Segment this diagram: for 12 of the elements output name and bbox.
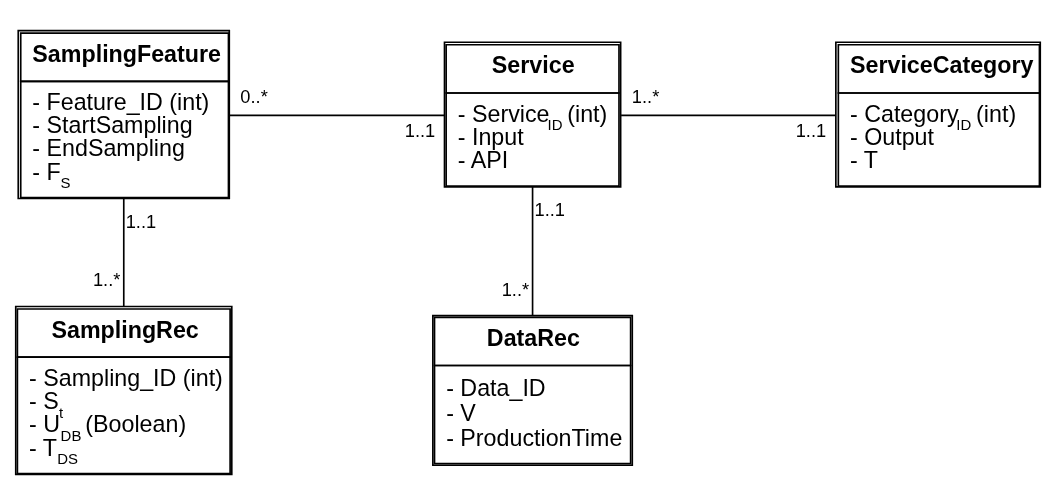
label: 0..*: [240, 85, 268, 107]
connector: [228, 114, 446, 116]
connector: [122, 197, 125, 307]
label: 1..1: [125, 210, 157, 232]
label: 1..1: [534, 198, 565, 220]
label: 1..1: [795, 119, 827, 141]
label: 1..*: [501, 278, 530, 300]
label: 1..*: [631, 85, 660, 107]
label: 1..*: [92, 268, 121, 290]
label: 1..1: [404, 119, 436, 141]
connector: [531, 185, 534, 316]
connector: [620, 114, 837, 116]
